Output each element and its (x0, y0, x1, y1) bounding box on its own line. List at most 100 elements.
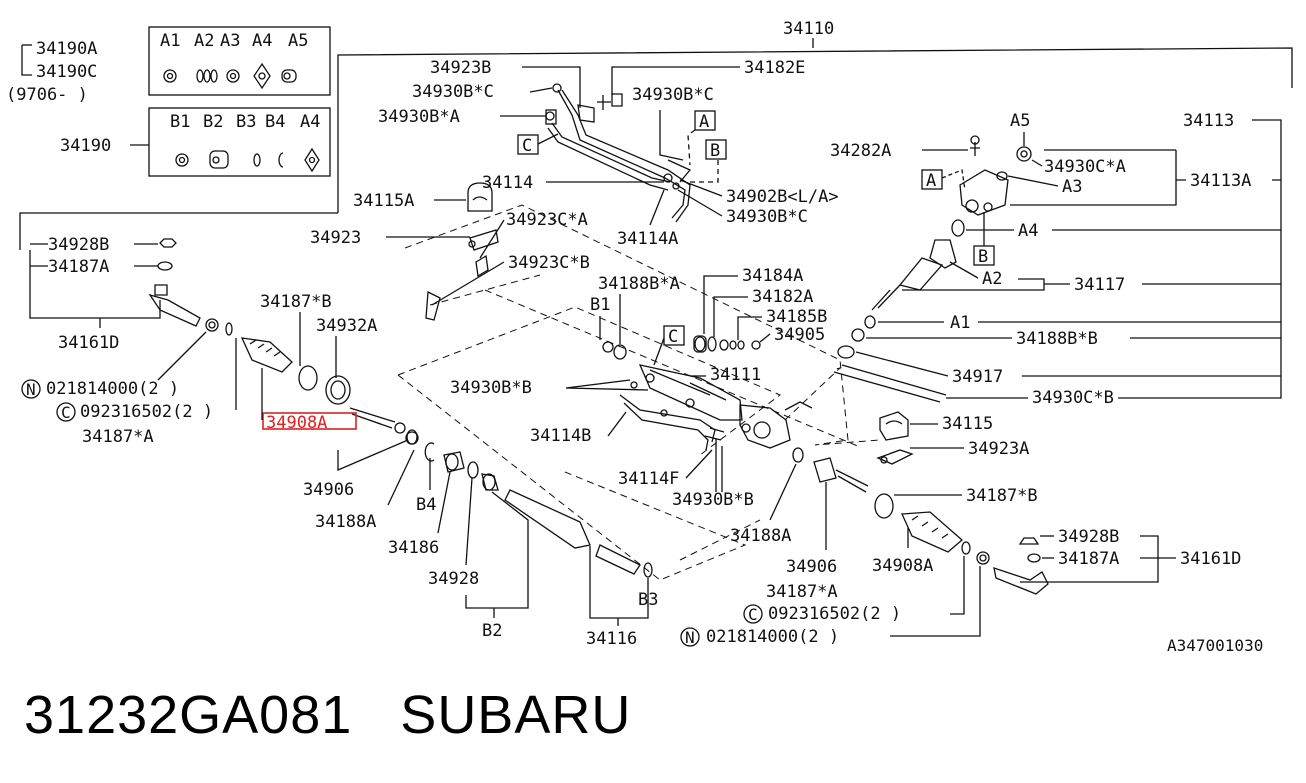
box-c-2-label: C (668, 327, 678, 347)
label-34182a: 34182A (752, 287, 813, 307)
kit-a-item-2: A2 (194, 31, 214, 51)
label-34161d-1: 34161D (58, 333, 119, 353)
leader-34182a (713, 296, 748, 337)
label-34114b: 34114B (530, 426, 591, 446)
label-34930bc-3: 34930B*C (726, 207, 808, 227)
label-34188a-2: 34188A (730, 526, 791, 546)
clamp-34115 (876, 411, 914, 465)
label-34187b-1: 34187*B (260, 292, 332, 312)
leader-34188a-2 (769, 463, 797, 521)
label-092316502-1: 092316502(2 ) (80, 402, 213, 422)
kit-34190a-box (21, 26, 331, 96)
bracket-b2 (465, 491, 529, 609)
label-021814000-2: 021814000(2 ) (706, 627, 839, 647)
kit-a-item-4: A4 (252, 31, 272, 51)
leader-box-c-2 (653, 337, 665, 366)
circle-n-2-label: N (685, 628, 695, 647)
highlight-box-34908a[interactable] (262, 412, 357, 430)
label-34923a: 34923A (968, 439, 1029, 459)
part-number: 31232GA081 (24, 685, 353, 745)
label-34932a: 34932A (316, 316, 377, 336)
leader-34185b (737, 316, 762, 340)
box-a-1-label: A (699, 112, 709, 132)
label-34187b-2: 34187*B (966, 486, 1038, 506)
leader-34188a-1 (387, 449, 415, 506)
label-a2: A2 (982, 269, 1002, 289)
box-a-2-label: A (926, 171, 936, 191)
label-34930ca: 34930C*A (1044, 157, 1126, 177)
leader-34928 (465, 477, 473, 566)
label-34282a: 34282A (830, 141, 891, 161)
label-34917: 34917 (952, 367, 1003, 387)
label-34190c: 34190C (36, 62, 97, 82)
footer-part-number-brand: 31232GA081 SUBARU (24, 684, 631, 746)
box-c-2 (663, 325, 685, 346)
leader-box-a-2 (941, 169, 966, 191)
leader-34930bc-1 (529, 87, 553, 93)
label-34187a-2: 34187A (1058, 549, 1119, 569)
circle-n-1 (21, 379, 41, 399)
label-b4: B4 (416, 495, 436, 515)
label-34114f: 34114F (618, 469, 679, 489)
parts-lower-left (405, 431, 653, 578)
leader-34930bb-2 (715, 438, 723, 492)
leader-a3 (1007, 175, 1059, 187)
label-34111: 34111 (710, 365, 761, 385)
label-34186: 34186 (388, 538, 439, 558)
label-34930ba: 34930B*A (378, 107, 460, 127)
brand-name: SUBARU (400, 685, 632, 745)
circle-n-2 (680, 627, 700, 647)
kit-b-item-4: B4 (265, 112, 285, 132)
label-34908a-highlighted[interactable]: 34908A (266, 413, 327, 433)
kit-34190-box (130, 107, 331, 177)
leader-34182e (611, 66, 740, 95)
bracket-34161d-left (29, 250, 161, 319)
circle-c-1-label: C (61, 403, 71, 422)
box-b-1-label: B (710, 141, 720, 161)
leader-34923b (522, 66, 581, 108)
kit-b-item-3: B3 (236, 112, 256, 132)
leader-34923ca (479, 219, 505, 259)
leader-34114f (685, 449, 713, 479)
label-34190a: 34190A (36, 39, 97, 59)
box-c-1 (517, 134, 539, 155)
kit-a-item-1: A1 (160, 31, 180, 51)
leader-34114a (649, 189, 665, 226)
label-34923ca: 34923C*A (506, 210, 588, 230)
leader-34184a (703, 275, 738, 334)
leader-34906-1 (337, 439, 409, 471)
label-34923cb: 34923C*B (508, 253, 590, 273)
label-a5: A5 (1010, 111, 1030, 131)
bracket-34113a (1010, 149, 1177, 206)
label-b3: B3 (638, 590, 658, 610)
label-34113a: 34113A (1190, 171, 1251, 191)
leader-34905 (759, 333, 771, 343)
box-a-2 (921, 169, 943, 190)
circle-c-1 (56, 402, 76, 422)
label-34115a: 34115A (353, 191, 414, 211)
label-34115: 34115 (942, 414, 993, 434)
label-34114a: 34114A (617, 229, 678, 249)
label-34905: 34905 (774, 325, 825, 345)
label-34928b-1: 34928B (48, 235, 109, 255)
label-9706: (9706- ) (6, 85, 88, 105)
label-34906-2: 34906 (786, 557, 837, 577)
tie-rod-end-left (148, 238, 418, 445)
bracket-34116 (589, 546, 649, 619)
label-b2: B2 (482, 621, 502, 641)
leader-021814000-1 (157, 331, 207, 381)
box-b-2-label: B (978, 247, 988, 267)
label-34187a-1: 34187A (48, 257, 109, 277)
pinion-parts (693, 315, 947, 403)
leader-34930ca (1031, 159, 1043, 167)
label-34114: 34114 (482, 173, 533, 193)
label-b1: B1 (590, 295, 610, 315)
label-a4: A4 (1018, 221, 1038, 241)
leader-34930bc-3 (677, 189, 723, 217)
label-34930bc-1: 34930B*C (412, 82, 494, 102)
leader-box-c-1 (537, 133, 559, 145)
label-34190: 34190 (60, 136, 111, 156)
label-34902b: 34902B<L/A> (726, 187, 839, 207)
leader-092316502-2 (950, 556, 965, 615)
bracket-34161d-right (1020, 535, 1176, 583)
